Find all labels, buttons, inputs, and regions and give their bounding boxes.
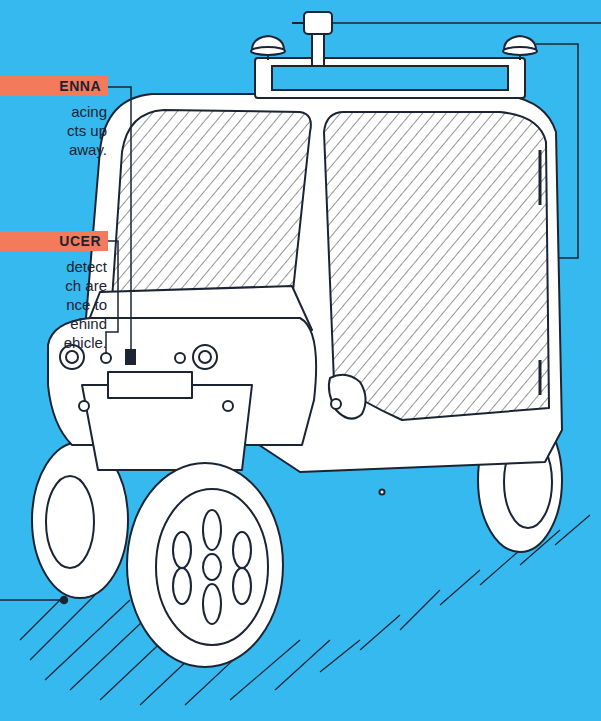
- leader-lines: [0, 23, 601, 604]
- right-front-wheel: [156, 489, 268, 645]
- callout-label: ENNA acing cts up away.: [0, 76, 108, 159]
- roof-rack: [272, 66, 508, 90]
- callout-tag: UCER: [0, 231, 108, 251]
- callout-tag: ENNA: [0, 76, 108, 96]
- roof-rack: [251, 47, 285, 55]
- leader-lines: [61, 597, 68, 604]
- leader-lines: [536, 44, 578, 258]
- cabin-body: [329, 375, 366, 419]
- callout-label: UCER detect ch are nce to ehind ehicle.: [0, 231, 108, 352]
- cabin-body: [108, 372, 192, 398]
- roof-rack: [255, 58, 525, 98]
- right-front-wheel: [233, 532, 251, 568]
- front-sensors: [101, 353, 111, 363]
- right-front-wheel: [203, 510, 221, 550]
- roof-rack: [292, 22, 304, 24]
- leader-lines: [108, 87, 131, 350]
- roof-rack: [312, 30, 324, 66]
- front-sensors: [199, 351, 211, 363]
- roof-rack: [304, 12, 332, 34]
- right-front-wheel: [203, 554, 221, 580]
- leader-lines: [0, 599, 64, 601]
- front-sensors: [60, 345, 233, 411]
- cabin-body: [48, 94, 562, 495]
- front-sensors: [193, 345, 217, 369]
- front-sensors: [126, 350, 135, 364]
- front-sensors: [79, 401, 89, 411]
- right-front-wheel: [233, 568, 251, 604]
- left-front-wheel: [46, 476, 94, 568]
- roof-rack: [503, 47, 537, 55]
- leader-lines: [332, 22, 601, 24]
- front-sensors: [223, 401, 233, 411]
- cabin-body: [331, 399, 341, 409]
- right-front-wheel: [127, 463, 283, 667]
- callout-text: detect ch are nce to ehind ehicle.: [51, 257, 108, 352]
- front-sensors: [175, 353, 185, 363]
- right-front-wheel: [127, 463, 283, 667]
- right-front-wheel: [173, 568, 191, 604]
- right-front-wheel: [203, 584, 221, 624]
- cabin-body: [112, 110, 311, 300]
- cabin-body: [539, 150, 542, 395]
- cabin-body: [324, 112, 549, 420]
- cabin-body: [380, 490, 385, 495]
- leader-lines: [106, 241, 118, 353]
- front-sensors: [66, 351, 78, 363]
- right-front-wheel: [173, 532, 191, 568]
- callout-text: acing cts up away.: [51, 102, 108, 159]
- roof-rack: [251, 12, 537, 98]
